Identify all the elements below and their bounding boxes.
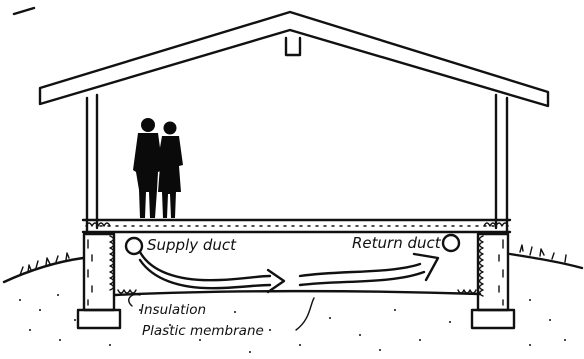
ground <box>4 245 582 295</box>
return-duct-label: Return duct <box>352 234 442 252</box>
people-silhouette-icon <box>133 118 183 218</box>
membrane-leader <box>296 298 314 330</box>
foundation-right <box>472 234 514 328</box>
floor <box>83 220 510 232</box>
insulation-label: Insulation <box>140 302 206 318</box>
soil-stipple <box>19 294 566 353</box>
insulation-coils <box>86 223 508 296</box>
return-air-arrow-icon <box>300 254 438 285</box>
plastic-membrane-label: Plastic membrane <box>142 323 264 339</box>
insulation-leader <box>129 295 140 306</box>
roof <box>14 8 548 106</box>
supply-duct-label: Supply duct <box>147 236 237 254</box>
return-duct <box>443 235 459 251</box>
